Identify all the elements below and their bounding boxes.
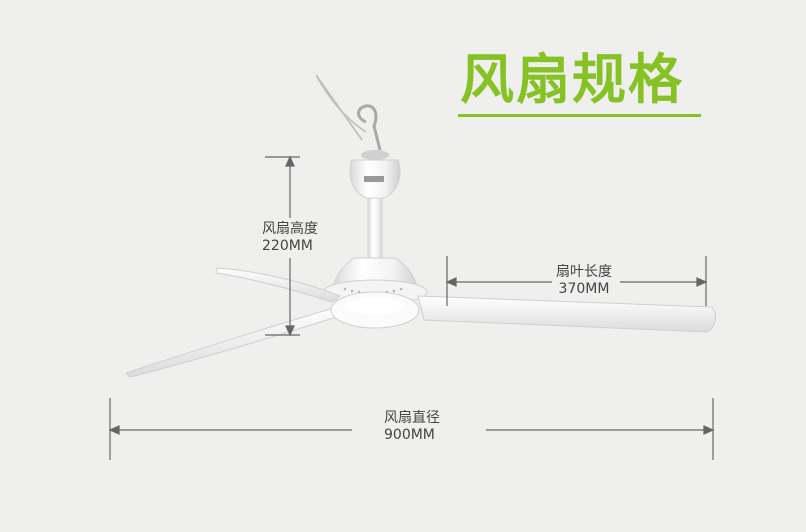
hanging-wire <box>315 74 367 141</box>
blade-length-label: 扇叶长度 370MM <box>556 264 612 298</box>
fan-blade-right <box>417 295 716 333</box>
page-title: 风扇规格 <box>460 48 684 111</box>
blade-length-label-text: 扇叶长度 <box>556 264 612 280</box>
diameter-label-text: 风扇直径 <box>384 410 440 426</box>
diameter-label: 风扇直径 900MM <box>384 410 440 444</box>
title-underline <box>458 114 701 117</box>
fan-blade-left-upper <box>215 267 342 303</box>
hanging-hook <box>357 104 382 151</box>
height-value: 220MM <box>262 238 313 254</box>
diameter-value: 900MM <box>384 427 435 443</box>
blade-length-value: 370MM <box>558 281 610 297</box>
height-label: 风扇高度 220MM <box>262 221 318 255</box>
height-label-text: 风扇高度 <box>262 221 318 237</box>
